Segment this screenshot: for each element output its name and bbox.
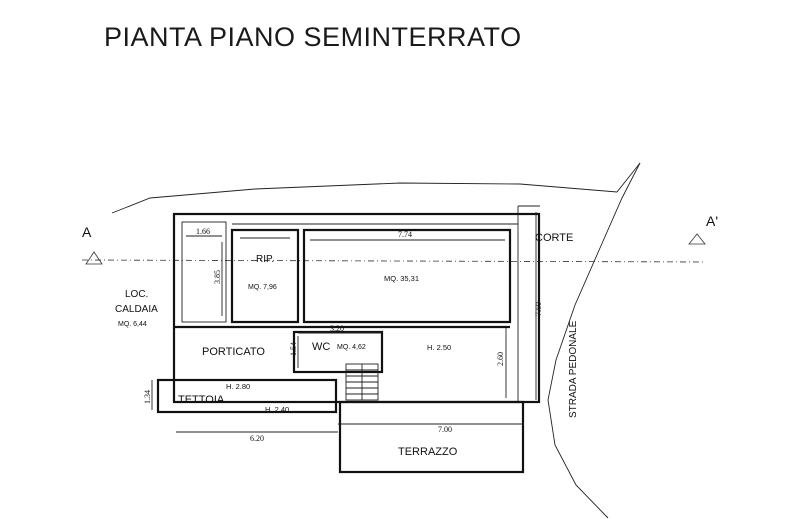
plan-title: PIANTA PIANO SEMINTERRATO: [104, 22, 522, 52]
site-boundary-right: [547, 162, 641, 519]
dim-385: 3.85: [213, 270, 222, 284]
dim-166: 1.66: [196, 227, 210, 236]
porticato-height: H. 2.80: [226, 382, 250, 391]
caldaia-label-1: LOC.: [125, 289, 148, 300]
section-marker-left: A: [82, 224, 92, 240]
wc-label: WC: [312, 341, 330, 353]
main-area: MQ. 35,31: [384, 274, 419, 283]
tettoia-area: [156, 378, 338, 414]
rip-label: RIP.: [256, 254, 274, 265]
caldaia-label-2: CALDAIA: [115, 304, 158, 315]
dim-774: 7.74: [398, 230, 412, 239]
main-room: [302, 228, 512, 324]
dim-320: 3.20: [330, 324, 344, 333]
main-height: H. 2.50: [427, 343, 451, 352]
building-outline: [172, 212, 541, 404]
staircase: [345, 363, 379, 401]
tettoia-label: TETTOIA: [178, 394, 225, 406]
dim-760: 7.60: [534, 302, 543, 316]
dim-134: 1.34: [143, 390, 152, 404]
wc-area: MQ. 4,62: [337, 344, 366, 351]
dim-260: 2.60: [496, 352, 505, 366]
section-marker-right: A': [706, 213, 718, 229]
dim-620: 6.20: [250, 434, 264, 443]
corte-label: CORTE: [535, 232, 573, 244]
section-marker-left-icon: [85, 251, 103, 265]
rip-room: [230, 228, 300, 324]
dim-700: 7.00: [438, 425, 452, 434]
tettoia-height: H. 2.40: [265, 405, 289, 414]
caldaia-room: [181, 221, 227, 323]
section-marker-right-icon: [688, 233, 706, 245]
rip-area: MQ. 7,96: [248, 284, 277, 291]
porticato-label: PORTICATO: [202, 346, 265, 358]
terrazzo-area: [338, 400, 525, 474]
wc-room: [292, 330, 384, 374]
terrazzo-label: TERRAZZO: [398, 446, 458, 458]
caldaia-area: MQ. 6,44: [118, 321, 147, 328]
section-line: [81, 259, 706, 263]
strada-label: STRADA PEDONALE: [568, 320, 579, 418]
dim-154: 1.54: [289, 342, 298, 356]
site-boundary: [111, 162, 641, 214]
